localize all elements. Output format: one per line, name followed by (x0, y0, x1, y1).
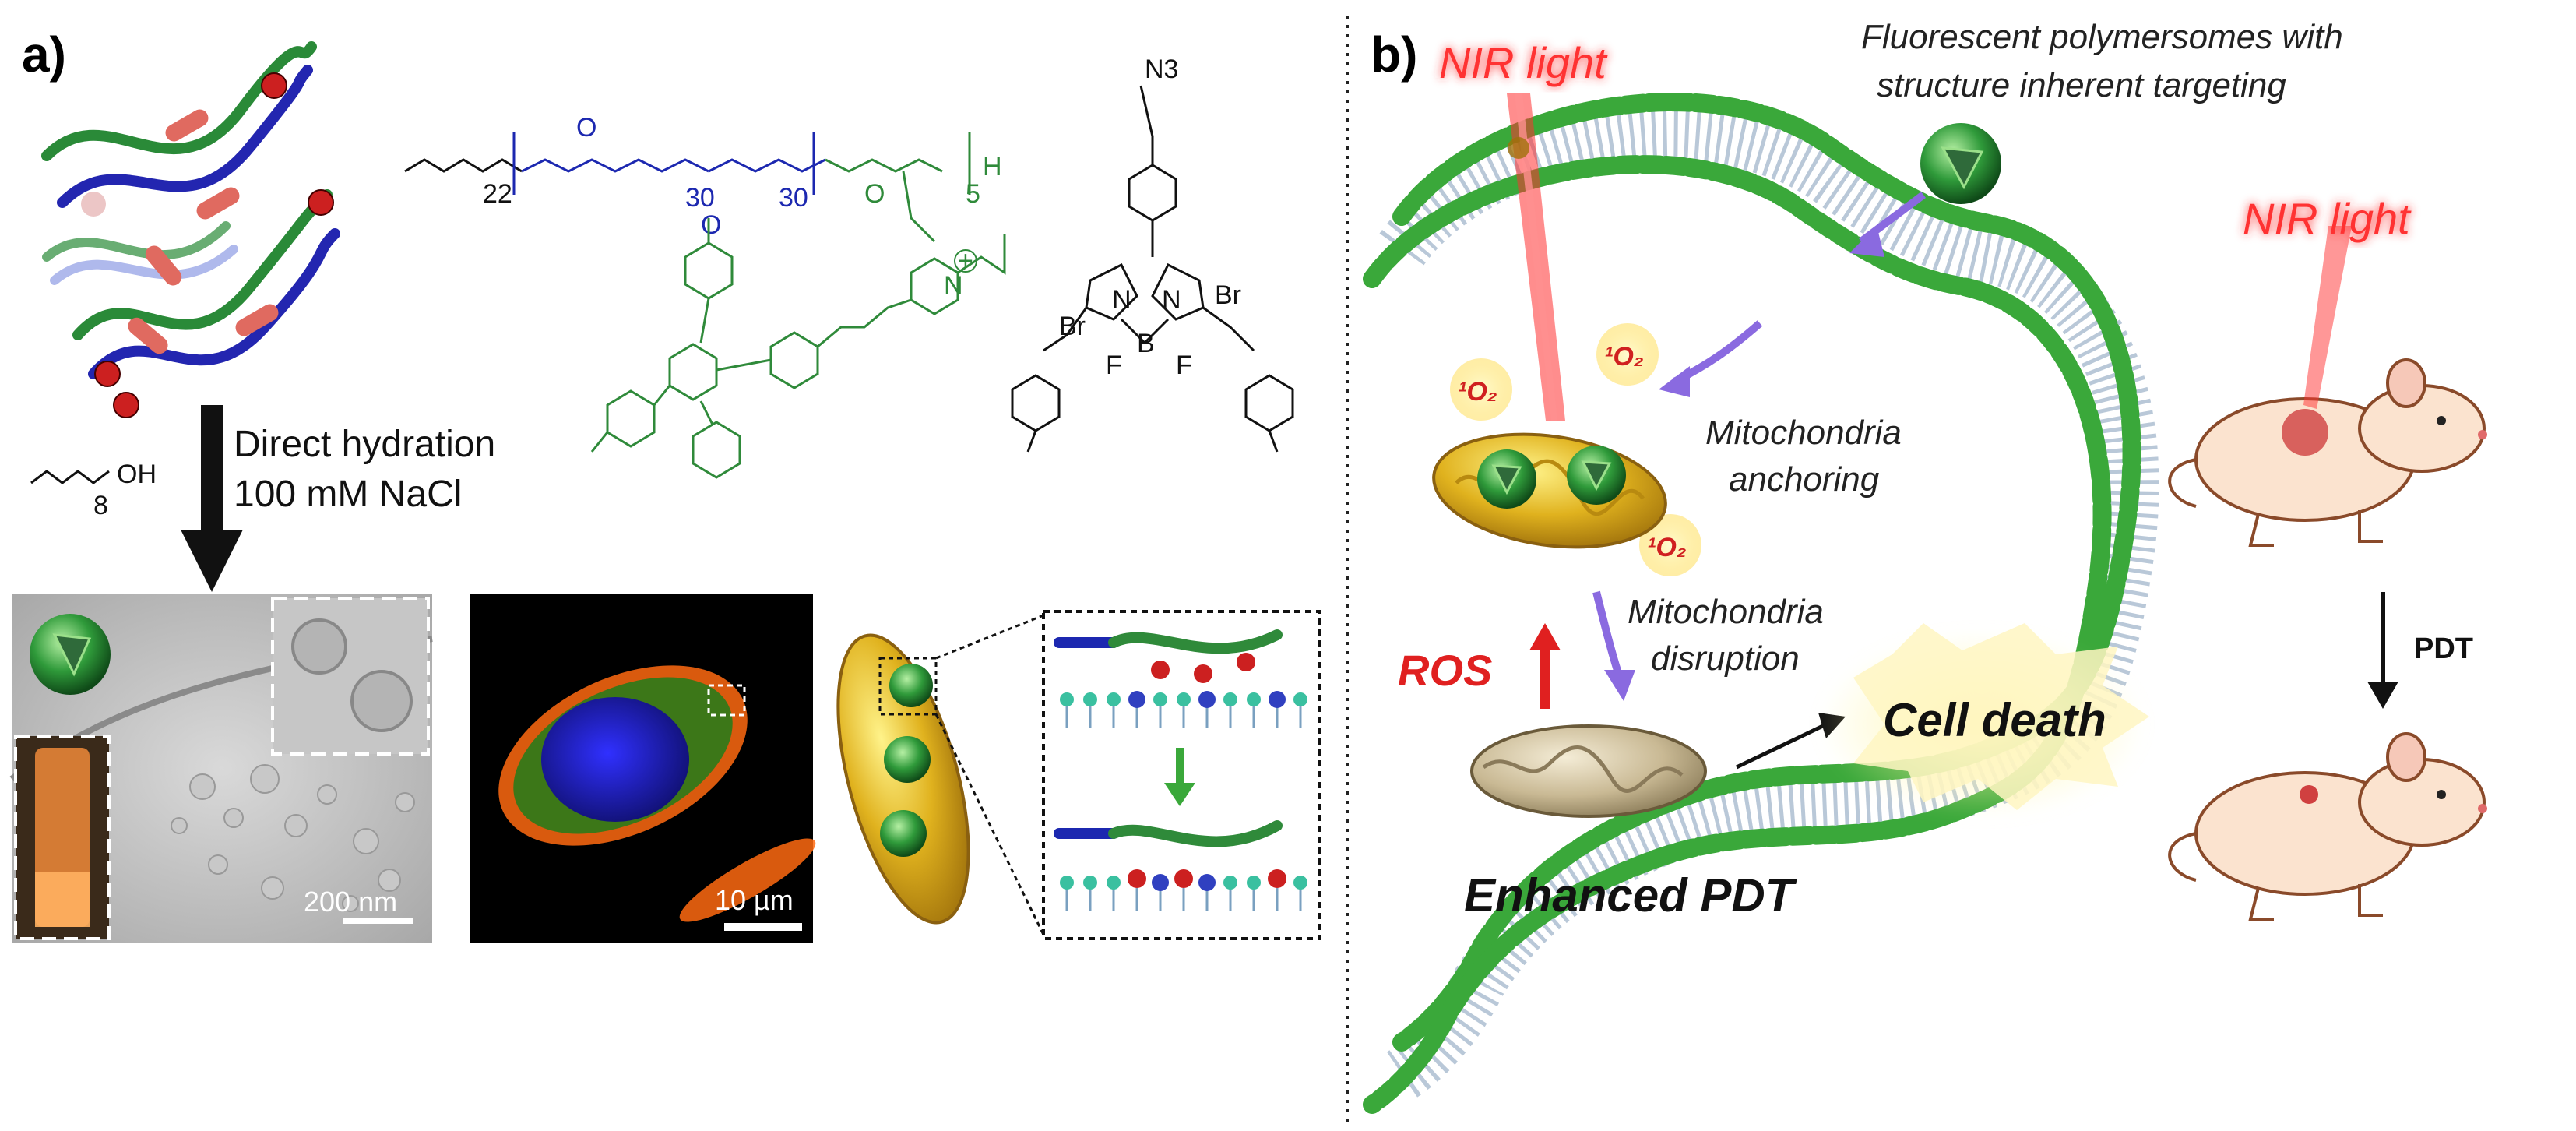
svg-text:O: O (701, 210, 721, 240)
tpe-pyridinium-structure (590, 218, 1006, 479)
mitochondrion-with-polymersomes (836, 614, 1045, 935)
incoming-polymersome (1849, 123, 2001, 257)
enhanced-pdt-label: Enhanced PDT (1464, 869, 1797, 921)
nir-light-label-2: NIR light (2243, 194, 2412, 243)
svg-text:H: H (983, 152, 1002, 181)
cell-death-burst (1818, 623, 2149, 818)
membrane-interaction-inset (1042, 610, 1321, 940)
hydration-step-line1: Direct hydration (234, 424, 495, 465)
header-line2: structure inherent targeting (1877, 66, 2286, 104)
pyridinium-n: N (944, 271, 963, 301)
disruption-arrow (1592, 590, 1635, 701)
pyridinium-plus: + (958, 246, 973, 276)
bodipy-br-right: Br (1215, 280, 1241, 310)
nir-light-label-1: NIR light (1439, 38, 1608, 87)
pdt-arrow (2367, 592, 2398, 709)
mouse-tumor-after (2168, 732, 2487, 921)
singlet-oxygen-bubble-2 (1596, 323, 1659, 386)
bodipy-br-left: Br (1059, 312, 1086, 341)
nir-light-beam (1507, 93, 1565, 421)
confocal-scale-bar-label: 10 µm (715, 884, 794, 916)
bodipy-n-left: N (1112, 285, 1131, 315)
svg-text:OH: OH (117, 460, 157, 489)
mouse-tumor-before (2168, 226, 2487, 547)
ros-label: ROS (1398, 646, 1492, 695)
polymer-chains-illustration (41, 41, 340, 418)
oligoethylene-glycol-structure: OH 8 (30, 460, 157, 520)
singlet-oxygen-bubble-1 (1450, 358, 1512, 421)
block-copolymer-formula: 22 O 30 O 30 5 H O (404, 113, 1002, 243)
singlet-oxygen-label-1: ¹O₂ (1458, 377, 1497, 407)
hydration-arrow (181, 405, 243, 592)
mito-anchoring-line2: anchoring (1729, 460, 1880, 499)
bodipy-b: B (1137, 329, 1155, 358)
tem-micrograph (9, 594, 433, 942)
mito-disruption-line2: disruption (1651, 639, 1800, 678)
singlet-oxygen-label-3: ¹O₂ (1647, 533, 1687, 562)
confocal-micrograph (470, 594, 816, 942)
panel-b-label: b) (1371, 26, 1417, 83)
mito-anchoring-line1: Mitochondria (1705, 414, 1902, 452)
mito-disruption-line1: Mitochondria (1628, 593, 1824, 631)
pdt-label: PDT (2414, 632, 2473, 665)
ros-up-arrow (1529, 623, 1561, 709)
svg-text:8: 8 (93, 491, 108, 520)
bodipy-f-left: F (1106, 351, 1122, 380)
header-line1: Fluorescent polymersomes with (1861, 18, 2343, 56)
svg-text:O: O (864, 179, 885, 209)
bodipy-n-right: N (1162, 285, 1181, 315)
singlet-oxygen-label-2: ¹O₂ (1604, 342, 1644, 372)
cell-death-label: Cell death (1883, 694, 2106, 746)
hydration-step-line2: 100 mM NaCl (234, 474, 462, 515)
panel-a-label: a) (22, 26, 66, 83)
svg-text:22: 22 (483, 179, 512, 209)
singlet-oxygen-bubble-3 (1639, 514, 1701, 576)
pyridinium-charge (954, 249, 977, 273)
svg-text:30: 30 (685, 183, 715, 213)
svg-text:30: 30 (779, 183, 808, 213)
svg-text:O: O (576, 113, 596, 143)
bodipy-f-right: F (1176, 351, 1192, 380)
anchored-mitochondrion (1432, 320, 1763, 549)
tem-scale-bar-label: 200 nm (304, 886, 397, 918)
svg-text:5: 5 (966, 179, 980, 209)
bodipy-azide-label: N3 (1145, 55, 1178, 84)
bodipy-structure (1011, 85, 1294, 453)
